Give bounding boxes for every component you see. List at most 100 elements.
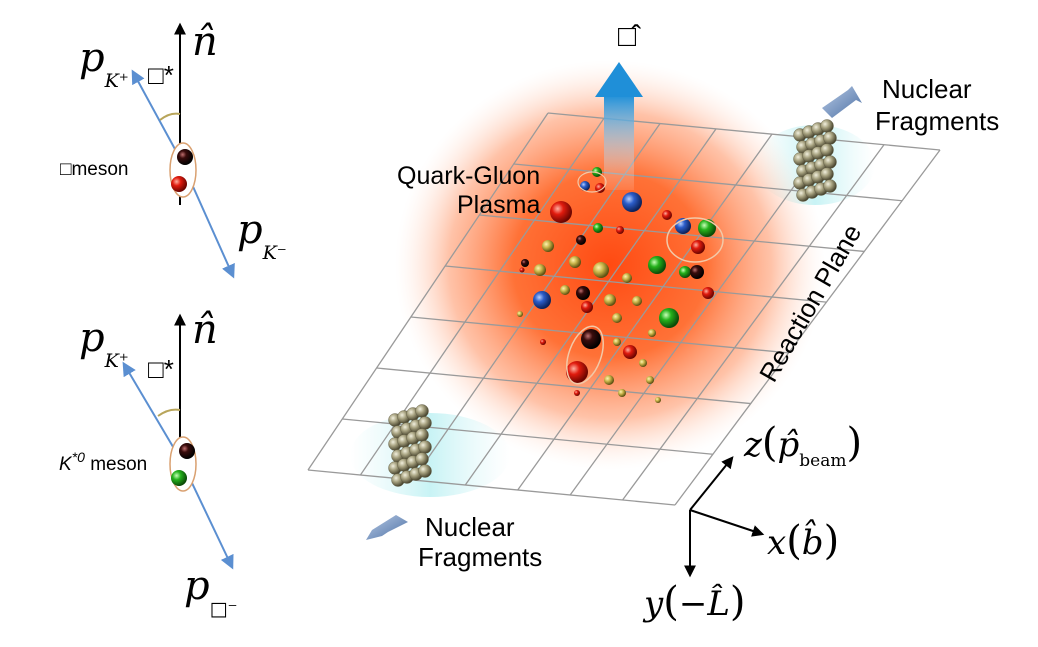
quark-particle <box>519 267 525 273</box>
quark-particle <box>702 287 714 299</box>
grid-line-width <box>376 367 751 405</box>
grid-line-width <box>513 163 903 202</box>
theta-star-label-bottom: □* <box>148 354 174 384</box>
quark-particle <box>581 329 601 349</box>
kstar-meson-name: K <box>59 454 72 475</box>
quark-particle <box>534 264 546 276</box>
phi-meson-decay-panel <box>131 22 235 279</box>
quark-particle <box>574 390 580 396</box>
kplus-base-top: p <box>79 35 105 81</box>
z-axis-paren-open: ( <box>761 420 778 466</box>
kplus-base-bottom: p <box>79 315 105 361</box>
quark-particle <box>595 183 605 193</box>
z-axis-symbol: z <box>744 425 762 465</box>
x-axis <box>689 509 765 537</box>
normal-label-main: □̂ <box>618 20 637 53</box>
y-axis-arg: −L̂ <box>678 584 730 624</box>
nucleon <box>418 464 432 478</box>
quark-particle <box>648 256 666 274</box>
quark-particle <box>623 345 637 359</box>
pion-base-bottom: p <box>184 563 210 609</box>
quark-particle <box>616 226 624 234</box>
quark-particle <box>566 361 588 383</box>
phi-meson-quark-red <box>171 176 187 192</box>
nucleon <box>415 428 429 442</box>
kstar-meson-label: K*0 meson <box>59 450 148 475</box>
quark-particle <box>662 210 672 220</box>
quark-particle <box>639 359 647 367</box>
quark-particle <box>521 259 529 267</box>
nucleon <box>820 119 834 133</box>
phi-meson-label: □meson <box>60 159 129 180</box>
qgp-label-line1: Quark-Gluon <box>397 162 541 190</box>
y-axis-label: y(−L̂) <box>644 582 746 622</box>
grid-line-width <box>307 469 676 506</box>
y-axis-paren-open: ( <box>663 579 679 625</box>
kstar-meson-sup: *0 <box>71 449 85 465</box>
quark-particle <box>690 265 704 279</box>
kminus-base-top: p <box>237 207 263 253</box>
nucleon <box>418 416 432 430</box>
quark-particle <box>613 338 621 346</box>
reaction-plane-scene <box>307 60 941 578</box>
grid-line-depth <box>569 139 829 496</box>
quark-particle <box>593 223 603 233</box>
kplus-label-bottom: pK⁺ <box>79 315 129 371</box>
z-axis <box>689 456 734 511</box>
theta-star-label-top: □* <box>148 60 174 90</box>
quark-particle <box>569 256 581 268</box>
quark-particle <box>679 266 691 278</box>
quark-particle <box>576 235 586 245</box>
z-axis-paren-close: ) <box>846 420 863 466</box>
kplus-sub-bottom: K⁺ <box>104 350 129 372</box>
quark-particle <box>560 285 570 295</box>
y-axis-symbol: y <box>644 584 664 624</box>
normal-label-top: n̂ <box>192 19 218 65</box>
z-axis-arg: p̂ <box>777 425 800 465</box>
z-axis-sub: beam <box>799 451 847 471</box>
quark-particle <box>648 329 656 337</box>
nucleon <box>823 179 837 193</box>
quark-particle <box>618 389 626 397</box>
y-axis-paren-close: ) <box>729 579 746 625</box>
kstar-meson-decay-panel <box>122 313 234 570</box>
quark-particle <box>691 240 705 254</box>
quark-particle <box>632 296 642 306</box>
fragments-top-line2: Fragments <box>875 106 1000 136</box>
quark-particle <box>580 181 590 191</box>
quark-particle <box>517 311 523 317</box>
quark-particle <box>533 291 551 309</box>
kstar-meson-word: meson <box>90 454 148 475</box>
nucleon <box>415 404 429 418</box>
quark-particle <box>593 262 609 278</box>
nucleon <box>418 440 432 454</box>
pion-label-bottom: p□⁻ <box>184 563 238 619</box>
fragments-bottom-line1: Nuclear <box>425 512 515 542</box>
normal-arrow-main <box>595 62 643 190</box>
x-axis-paren-close: ) <box>823 518 840 564</box>
kplus-sub-top: K⁺ <box>104 70 129 92</box>
fragment-arrow-top <box>822 86 862 118</box>
quark-particle <box>622 273 632 283</box>
kminus-sub-top: K⁻ <box>262 242 287 264</box>
kplus-momentum-arrow-bottom <box>122 361 183 463</box>
nuclear-fragment-cluster-bottom <box>388 404 432 487</box>
normal-label-bottom: n̂ <box>192 307 218 353</box>
z-axis-label: z(p̂beam) <box>744 420 863 470</box>
plasma-glow <box>395 60 825 470</box>
quark-particle <box>646 376 654 384</box>
grid-line-depth <box>622 144 885 501</box>
x-axis-paren-open: ( <box>786 518 802 564</box>
quark-particle <box>592 167 602 177</box>
qgp-label-line2: Plasma <box>457 191 541 219</box>
phi-meson-quark-dark <box>177 149 193 165</box>
plasma-meson-ellipse-top <box>577 171 607 193</box>
fragments-bottom-line2: Fragments <box>418 542 543 572</box>
quark-particle <box>604 294 616 306</box>
nucleon <box>823 155 837 169</box>
grid-line-width <box>479 214 865 253</box>
plasma-meson-ellipse-center <box>566 325 604 385</box>
x-axis-label: x(b̂) <box>767 521 839 561</box>
quark-particle <box>576 286 590 300</box>
